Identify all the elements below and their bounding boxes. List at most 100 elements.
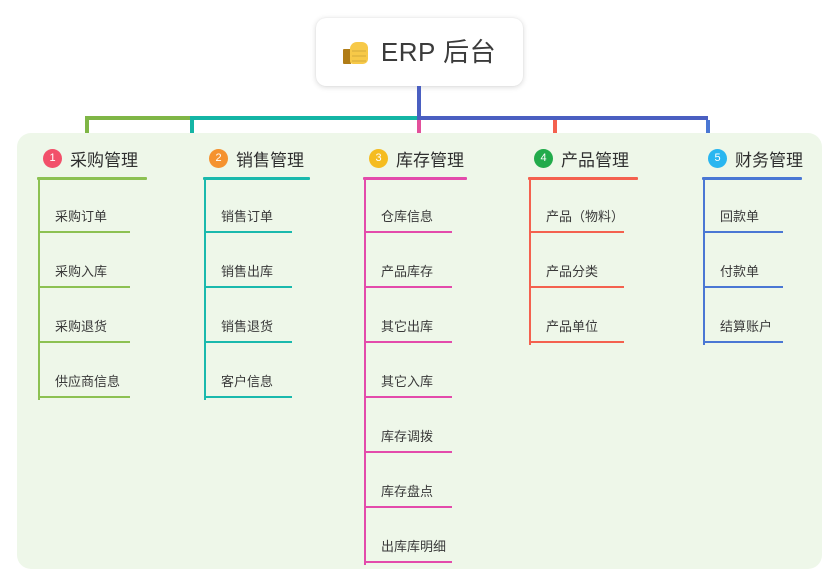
bus-segment [417,116,708,120]
column-库存管理: 3 库存管理仓库信息产品库存其它出库其它入库库存调拨库存盘点出库库明细 [363,145,467,565]
column-header[interactable]: 1 采购管理 [37,145,147,171]
child-item[interactable]: 仓库信息 [363,180,467,235]
column-stub-connector [553,120,557,145]
root-title: ERP 后台 [380,37,497,67]
bus-segment [85,116,192,120]
column-children: 采购订单采购入库采购退货供应商信息 [37,180,147,400]
child-item-underline [204,341,292,343]
child-item-underline [38,341,130,343]
bus-segment [190,116,419,120]
child-item[interactable]: 采购订单 [37,180,147,235]
child-item-label: 出库库明细 [381,539,447,554]
child-item-underline [364,451,452,453]
root-node[interactable]: ERP 后台 [316,18,523,86]
column-spine [529,180,531,345]
child-item[interactable]: 产品单位 [528,290,638,345]
thumbs-up-icon [342,40,369,66]
child-item[interactable]: 其它入库 [363,345,467,400]
column-underline [37,177,147,180]
child-item-underline [529,286,624,288]
child-item[interactable]: 付款单 [702,235,803,290]
column-title: 产品管理 [561,150,629,170]
child-item-label: 产品单位 [546,319,599,334]
column-spine [38,180,40,400]
child-item-label: 产品库存 [381,264,434,279]
child-item-label: 采购入库 [55,264,108,279]
child-item-label: 库存盘点 [381,484,434,499]
column-underline [363,177,467,180]
child-item[interactable]: 销售退货 [203,290,310,345]
child-item-label: 销售订单 [221,209,274,224]
child-item-underline [204,231,292,233]
child-item-label: 供应商信息 [55,374,121,389]
column-title: 库存管理 [396,150,464,170]
child-item[interactable]: 客户信息 [203,345,310,400]
child-item[interactable]: 采购退货 [37,290,147,345]
column-number-badge: 3 [369,148,388,168]
child-item-underline [703,341,783,343]
column-number-badge: 2 [209,148,228,168]
child-item-label: 回款单 [720,209,760,224]
column-header[interactable]: 3 库存管理 [363,145,467,171]
child-item[interactable]: 出库库明细 [363,510,467,565]
column-children: 回款单付款单结算账户 [702,180,803,345]
child-item-label: 产品分类 [546,264,599,279]
child-item-underline [38,396,130,398]
child-item[interactable]: 销售出库 [203,235,310,290]
child-item[interactable]: 销售订单 [203,180,310,235]
child-item-underline [703,231,783,233]
child-item[interactable]: 产品库存 [363,235,467,290]
column-children: 产品（物料） 产品分类产品单位 [528,180,638,345]
child-item-label: 销售出库 [221,264,274,279]
column-spine [204,180,206,400]
child-item[interactable]: 其它出库 [363,290,467,345]
root-stem-connector [417,86,421,118]
child-item-label: 产品（物料） [546,209,625,224]
child-item-underline [364,506,452,508]
column-title: 财务管理 [735,150,803,170]
column-stub-connector [190,120,194,145]
column-underline [203,177,310,180]
column-header[interactable]: 4 产品管理 [528,145,638,171]
child-item[interactable]: 结算账户 [702,290,803,345]
column-number-badge: 4 [534,148,553,168]
child-item-label: 采购订单 [55,209,108,224]
child-item-label: 仓库信息 [381,209,434,224]
child-item-underline [364,341,452,343]
child-item-underline [204,286,292,288]
column-title: 采购管理 [70,150,138,170]
column-spine [364,180,366,565]
child-item-underline [529,231,624,233]
child-item-label: 客户信息 [221,374,274,389]
child-item-underline [204,396,292,398]
child-item[interactable]: 产品分类 [528,235,638,290]
child-item[interactable]: 回款单 [702,180,803,235]
child-item-label: 其它入库 [381,374,434,389]
child-item-underline [38,231,130,233]
child-item[interactable]: 产品（物料） [528,180,638,235]
child-item-label: 采购退货 [55,319,108,334]
child-item[interactable]: 采购入库 [37,235,147,290]
column-number-badge: 1 [43,148,62,168]
child-item-label: 销售退货 [221,319,274,334]
column-underline [702,177,802,180]
child-item-underline [364,396,452,398]
child-item-underline [529,341,624,343]
child-item-underline [703,286,783,288]
child-item-underline [38,286,130,288]
column-children: 销售订单销售出库销售退货客户信息 [203,180,310,400]
column-spine [703,180,705,345]
column-stub-connector [417,120,421,145]
child-item[interactable]: 供应商信息 [37,345,147,400]
column-stub-connector [85,120,89,145]
column-children: 仓库信息产品库存其它出库其它入库库存调拨库存盘点出库库明细 [363,180,467,565]
child-item-underline [364,231,452,233]
child-item-underline [364,561,452,563]
child-item-label: 付款单 [720,264,760,279]
child-item[interactable]: 库存调拨 [363,400,467,455]
child-item-label: 其它出库 [381,319,434,334]
column-underline [528,177,638,180]
child-item[interactable]: 库存盘点 [363,455,467,510]
